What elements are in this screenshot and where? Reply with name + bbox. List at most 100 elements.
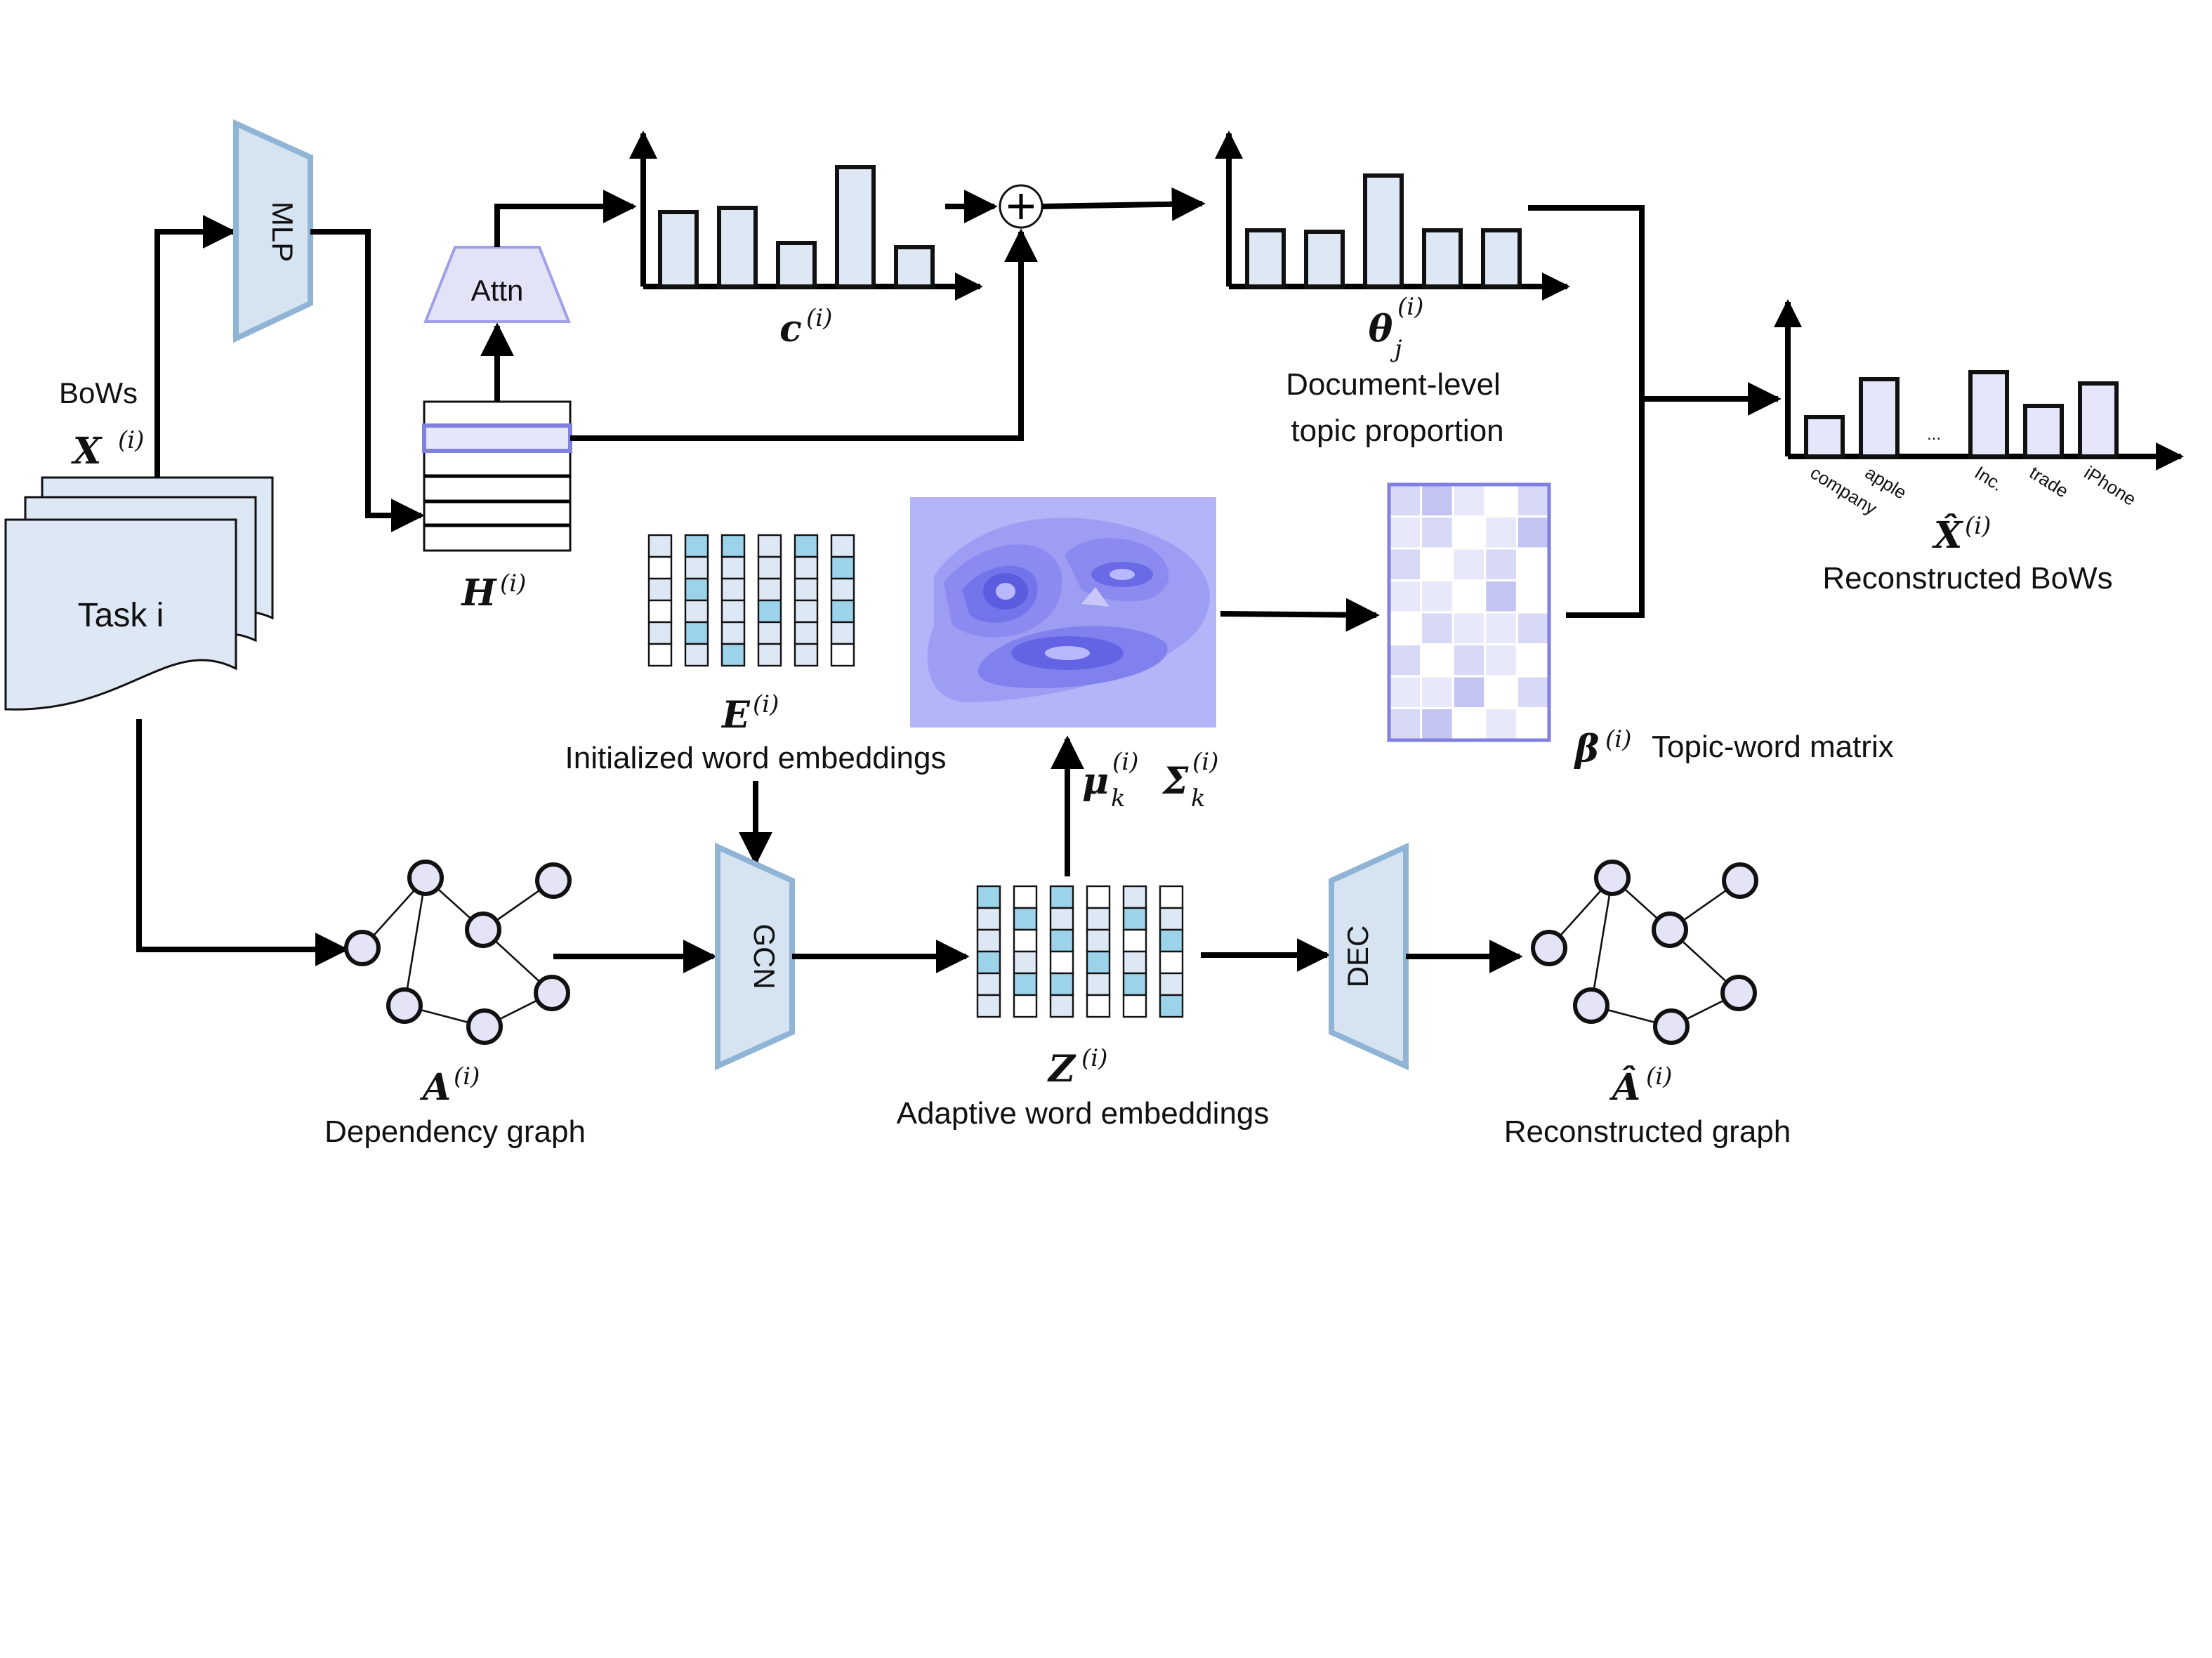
- embedding-cell: [720, 555, 746, 580]
- reconstructed-graph: [1531, 860, 1758, 1045]
- c-bar: [894, 245, 935, 289]
- beta-cell: [1388, 483, 1423, 518]
- embedding-cell: [720, 643, 746, 667]
- c-superscript: (i): [806, 304, 832, 332]
- xhat-bar: [1859, 377, 1900, 459]
- x-symbol: X: [71, 430, 103, 473]
- theta-chart: [1215, 131, 1570, 301]
- beta-cell: [1451, 707, 1487, 742]
- embedding-cell: [1086, 928, 1111, 953]
- edge-mlp-to-h: [310, 229, 425, 532]
- graph-node: [1653, 1008, 1690, 1045]
- plus-circle-icon: [999, 184, 1044, 229]
- beta-cell: [1451, 611, 1487, 645]
- graph-node: [1531, 930, 1567, 966]
- h-superscript: (i): [500, 570, 526, 598]
- graph-node: [1594, 860, 1631, 896]
- beta-cell: [1515, 483, 1551, 518]
- beta-cell: [1451, 579, 1487, 614]
- embedding-cell: [1086, 907, 1111, 931]
- dependency-graph-label: Dependency graph: [324, 1114, 586, 1149]
- a-superscript: (i): [454, 1062, 480, 1091]
- embedding-cell: [720, 577, 746, 602]
- c-bar: [835, 165, 876, 289]
- beta-cell: [1484, 611, 1518, 645]
- graph-node: [534, 975, 570, 1011]
- beta-cell: [1420, 483, 1454, 518]
- z-symbol: Z: [1047, 1048, 1077, 1091]
- embedding-cell: [684, 534, 709, 558]
- gaussian-mixture-panel: [910, 497, 1216, 728]
- embedding-cell: [684, 555, 709, 580]
- embedding-cell: [1086, 885, 1111, 909]
- embedding-cell: [794, 643, 819, 667]
- graph-node: [1720, 975, 1757, 1011]
- beta-cell: [1451, 643, 1487, 678]
- xhat-bar: [2078, 381, 2119, 459]
- beta-cell: [1388, 643, 1423, 678]
- mlp-label: MLP: [266, 202, 299, 262]
- gcn-module: GCN: [715, 842, 795, 1071]
- beta-matrix: [1387, 482, 1551, 742]
- xhat-tick-label: iPhone: [2081, 462, 2140, 510]
- embedding-cell: [1122, 907, 1147, 931]
- graph-node: [407, 860, 444, 896]
- embedding-cell: [1049, 950, 1074, 975]
- graph-edge: [403, 877, 427, 1006]
- reconstructed-bows-label: Reconstructed BoWs: [1822, 561, 2112, 596]
- sigma-superscript: (i): [1192, 748, 1218, 776]
- edge-task-to-graph: [136, 719, 349, 966]
- edge-plus-to-theta: [1041, 187, 1206, 221]
- embedding-cell: [976, 907, 1001, 931]
- beta-cell: [1420, 707, 1454, 742]
- z-embeddings: [976, 885, 1184, 1018]
- embedding-cell: [684, 577, 709, 602]
- sigma-symbol: Σ: [1161, 760, 1189, 803]
- beta-cell: [1388, 611, 1423, 645]
- doc-topic-label-line2: topic proportion: [1291, 414, 1503, 448]
- edge-merge-bracket: [1528, 205, 1645, 618]
- theta-superscript: (i): [1397, 293, 1423, 321]
- beta-cell: [1484, 643, 1518, 678]
- dependency-graph: [344, 860, 572, 1045]
- embedding-cell: [684, 599, 709, 624]
- attn-module: Attn: [423, 246, 571, 323]
- beta-cell: [1388, 547, 1423, 581]
- embedding-cell: [1159, 950, 1184, 975]
- graph-node: [1652, 912, 1688, 948]
- embedding-cell: [794, 555, 819, 580]
- graph-edge: [1590, 877, 1614, 1006]
- beta-cell: [1451, 675, 1487, 709]
- attn-label: Attn: [471, 274, 524, 307]
- beta-cell: [1515, 515, 1551, 550]
- embedding-cell: [720, 621, 746, 645]
- embedding-cell: [1013, 885, 1038, 909]
- e-embeddings: [647, 534, 855, 667]
- embedding-cell: [794, 577, 819, 602]
- embedding-cell: [720, 599, 746, 624]
- embedding-cell: [1159, 994, 1184, 1018]
- dec-module: DEC: [1329, 842, 1409, 1071]
- xhat-tick-label: trade: [2026, 462, 2072, 502]
- beta-cell: [1420, 643, 1454, 678]
- adaptive-word-emb-label: Adaptive word embeddings: [897, 1096, 1270, 1131]
- gcn-label: GCN: [748, 923, 781, 989]
- beta-symbol: β: [1574, 728, 1600, 770]
- graph-node: [465, 912, 501, 948]
- beta-cell: [1388, 707, 1423, 742]
- task-document-stack: Task i: [4, 476, 274, 711]
- embedding-cell: [1049, 885, 1074, 909]
- embedding-cell: [1013, 950, 1038, 975]
- mu-subscript: k: [1111, 784, 1126, 812]
- task-label: Task i: [78, 597, 164, 634]
- embedding-cell: [976, 885, 1001, 909]
- embedding-cell: [830, 534, 855, 558]
- embedding-cell: [1086, 972, 1111, 996]
- beta-cell: [1420, 515, 1454, 550]
- bows-label: BoWs: [59, 376, 138, 409]
- beta-cell: [1515, 707, 1551, 742]
- reconstructed-graph-label: Reconstructed graph: [1504, 1114, 1791, 1149]
- embedding-cell: [1013, 928, 1038, 953]
- beta-cell: [1515, 675, 1551, 709]
- beta-cell: [1451, 483, 1487, 518]
